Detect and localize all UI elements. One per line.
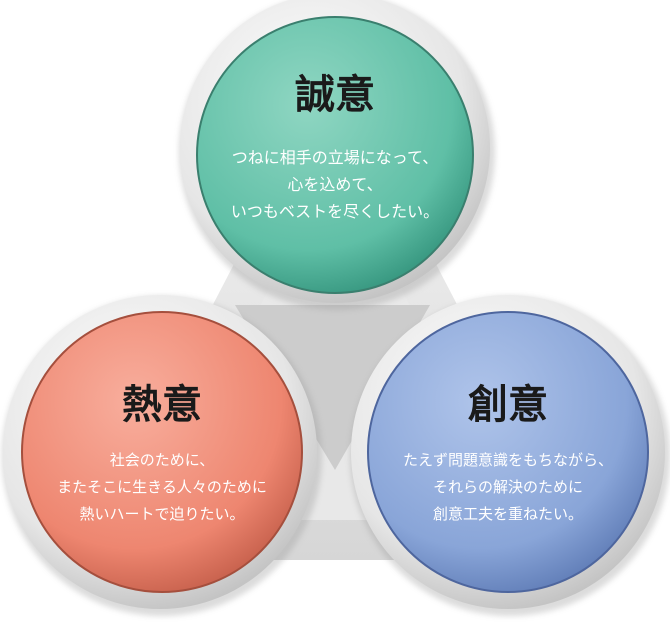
- circle-left: 熱意 社会のために、 またそこに生きる人々のために 熱いハートで迫りたい。: [21, 311, 303, 593]
- circle-left-line-2: またそこに生きる人々のために: [57, 478, 267, 496]
- circle-right-line-1: たえず問題意識をもちながら、: [403, 451, 613, 469]
- circle-top: 誠意 つねに相手の立場になって、 心を込めて、 いつもベストを尽くしたい。: [196, 16, 474, 294]
- circle-top-line-2: 心を込めて、: [287, 175, 382, 194]
- circle-right-line-3: 創意工夫を重ねたい。: [433, 505, 583, 523]
- circle-left-title: 熱意: [122, 382, 202, 428]
- circle-right: 創意 たえず問題意識をもちながら、 それらの解決のために 創意工夫を重ねたい。: [367, 311, 649, 593]
- circle-top-line-1: つねに相手の立場になって、: [232, 148, 438, 167]
- circle-left-line-1: 社会のために、: [110, 451, 215, 469]
- circle-top-line-3: いつもベストを尽くしたい。: [231, 202, 439, 221]
- circle-top-title: 誠意: [295, 72, 375, 118]
- circle-right-title: 創意: [468, 382, 548, 428]
- circle-left-line-3: 熱いハートで迫りたい。: [79, 505, 244, 523]
- circle-right-line-2: それらの解決のために: [433, 478, 583, 496]
